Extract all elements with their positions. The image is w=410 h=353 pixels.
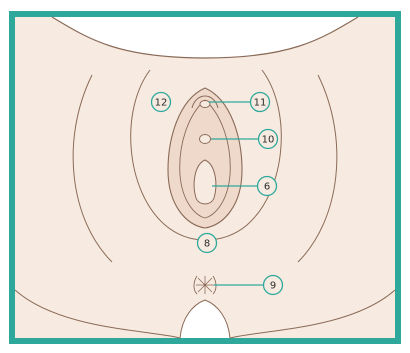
- clitoris: [200, 101, 210, 108]
- callout-8-label: 8: [204, 239, 210, 250]
- callout-6: 6: [258, 177, 277, 196]
- callout-10-label: 10: [262, 135, 275, 146]
- callout-9: 9: [264, 276, 283, 295]
- callout-11: 11: [251, 93, 270, 112]
- callout-12-label: 12: [155, 98, 168, 109]
- callout-10: 10: [259, 130, 278, 149]
- callout-11-label: 11: [254, 98, 267, 109]
- callout-8: 8: [198, 234, 217, 253]
- callout-9-label: 9: [270, 281, 276, 292]
- anus: [196, 276, 214, 294]
- callout-12: 12: [152, 93, 171, 112]
- callout-6-label: 6: [264, 182, 270, 193]
- urethral-opening: [200, 135, 211, 144]
